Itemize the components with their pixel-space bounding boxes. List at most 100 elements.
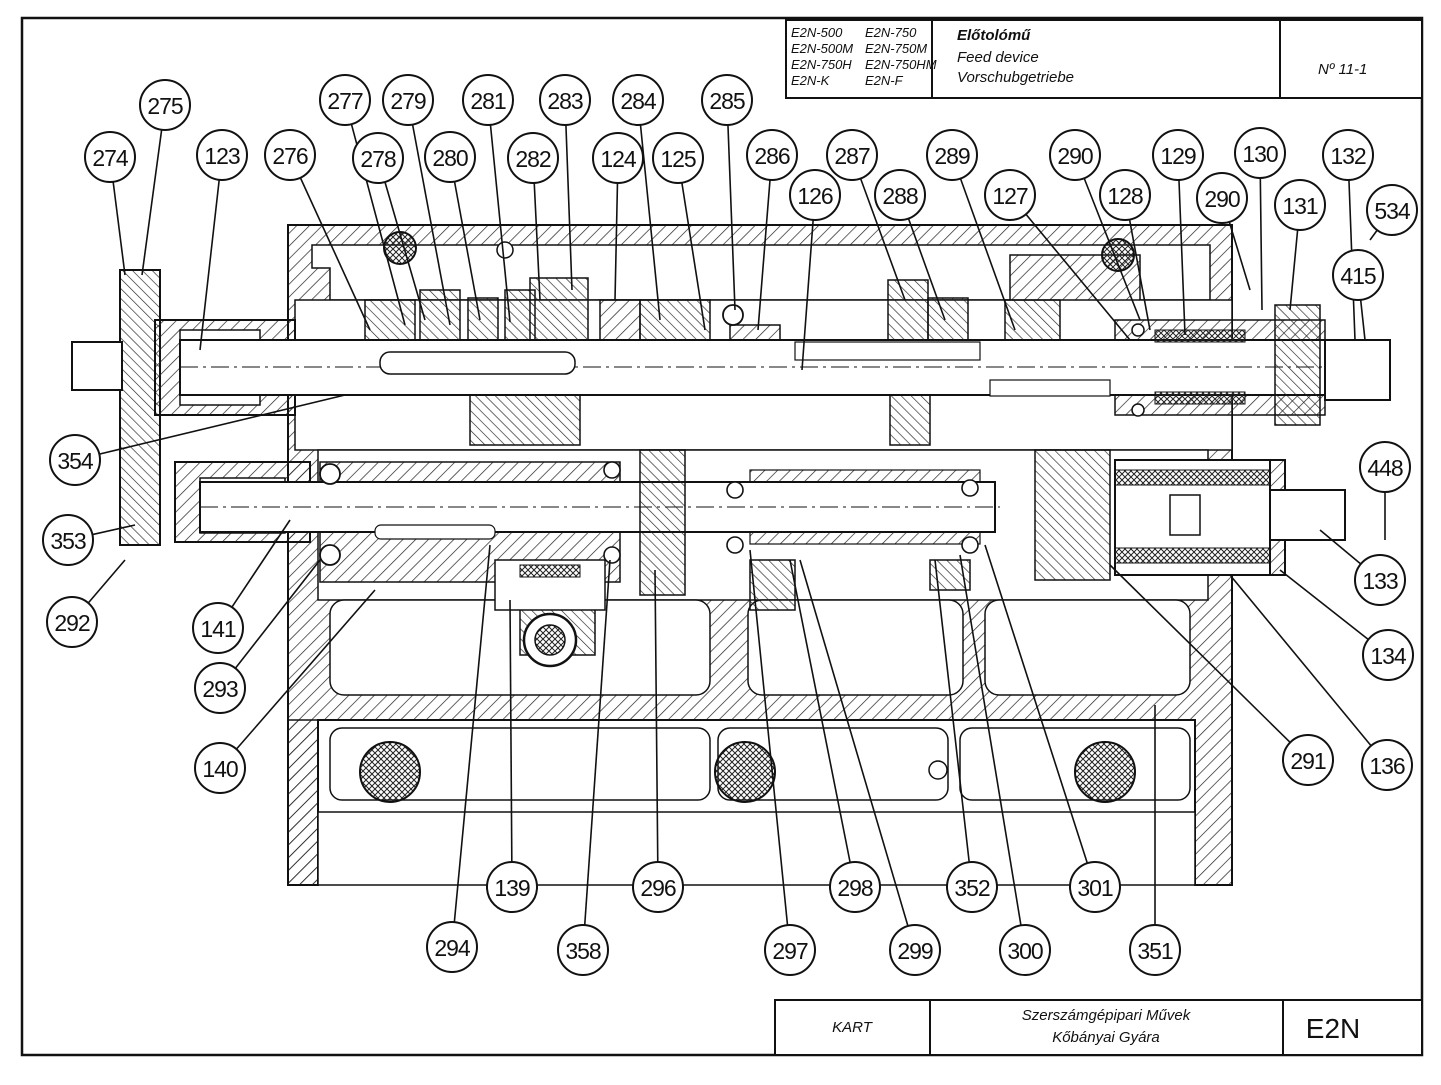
callout-number: 415 bbox=[1340, 263, 1376, 289]
callout-number: 129 bbox=[1160, 143, 1196, 169]
callout-circle bbox=[462, 74, 514, 126]
leader-line-c134 bbox=[1279, 569, 1369, 641]
callout-circle bbox=[874, 169, 926, 221]
sheet-border bbox=[20, 16, 1424, 1057]
callout-c352: 352 bbox=[946, 861, 998, 913]
leader-line-c296 bbox=[654, 569, 659, 863]
callout-c354: 354 bbox=[49, 434, 101, 486]
callout-circle bbox=[1099, 169, 1151, 221]
callout-number: 132 bbox=[1330, 143, 1366, 169]
leader-line-c278 bbox=[384, 181, 426, 321]
callout-c126: 126 bbox=[789, 169, 841, 221]
leader-line-c353 bbox=[92, 524, 136, 536]
leader-line-c275 bbox=[141, 129, 163, 276]
leader-line-c139 bbox=[509, 599, 513, 863]
leader-line-c294 bbox=[453, 544, 491, 923]
callout-c127: 127 bbox=[984, 169, 1036, 221]
callout-circle bbox=[426, 921, 478, 973]
maker-line-2: Kőbányai Gyára bbox=[1052, 1029, 1160, 1046]
callout-number: 290 bbox=[1204, 186, 1240, 212]
leader-line-c141 bbox=[231, 519, 291, 608]
callout-number: 276 bbox=[272, 143, 308, 169]
callout-circle bbox=[84, 131, 136, 183]
model-2a: E2N-500M bbox=[791, 41, 853, 56]
callout-c124: 124 bbox=[592, 132, 644, 184]
callout-c292: 292 bbox=[46, 596, 98, 648]
callout-c140: 140 bbox=[194, 742, 246, 794]
machine-code: E2N bbox=[1306, 1013, 1360, 1044]
leader-line-c288 bbox=[907, 218, 946, 321]
callout-c129: 129 bbox=[1152, 129, 1204, 181]
leader-line-c276 bbox=[299, 177, 371, 331]
callout-number: 136 bbox=[1369, 753, 1405, 779]
leader-line-c125 bbox=[681, 182, 706, 331]
callout-c288: 288 bbox=[874, 169, 926, 221]
callout-c296: 296 bbox=[632, 861, 684, 913]
callout-circle bbox=[139, 79, 191, 131]
leader-line-c292 bbox=[87, 559, 126, 604]
callout-circle bbox=[352, 132, 404, 184]
callout-number: 351 bbox=[1137, 938, 1173, 964]
leader-line-c124 bbox=[614, 182, 619, 301]
title-hungarian: Előtolómű bbox=[957, 27, 1031, 44]
callout-circle bbox=[382, 74, 434, 126]
callout-number: 278 bbox=[360, 146, 396, 172]
callout-number: 123 bbox=[204, 143, 240, 169]
callout-circle bbox=[946, 861, 998, 913]
model-1a: E2N-500 bbox=[791, 25, 843, 40]
callout-circle bbox=[1354, 554, 1406, 606]
callout-c278: 278 bbox=[352, 132, 404, 184]
callout-c534: 534 bbox=[1366, 184, 1418, 236]
callout-c281: 281 bbox=[462, 74, 514, 126]
callout-number: 358 bbox=[565, 938, 601, 964]
callout-c274: 274 bbox=[84, 131, 136, 183]
card-label: KART bbox=[832, 1019, 874, 1036]
callout-number: 283 bbox=[547, 88, 583, 114]
callout-number: 124 bbox=[600, 146, 637, 172]
leader-line-c290a bbox=[1083, 177, 1141, 321]
callout-circle bbox=[789, 169, 841, 221]
callout-c298: 298 bbox=[829, 861, 881, 913]
callout-c141: 141 bbox=[192, 602, 244, 654]
callout-circle bbox=[701, 74, 753, 126]
callout-circle bbox=[1274, 179, 1326, 231]
callout-c293: 293 bbox=[194, 662, 246, 714]
callout-circle bbox=[1322, 129, 1374, 181]
leader-line-c289 bbox=[959, 178, 1016, 331]
callout-c300: 300 bbox=[999, 924, 1051, 976]
callout-circle bbox=[196, 129, 248, 181]
callout-c280: 280 bbox=[424, 131, 476, 183]
leader-line-c127 bbox=[1025, 213, 1131, 341]
callout-circle bbox=[42, 514, 94, 566]
leader-line-c129 bbox=[1178, 179, 1186, 336]
callout-c279: 279 bbox=[382, 74, 434, 126]
callout-circle bbox=[264, 129, 316, 181]
leader-line-c133 bbox=[1319, 529, 1362, 565]
leader-line-c279 bbox=[411, 124, 451, 326]
callout-circle bbox=[539, 74, 591, 126]
callout-c277: 277 bbox=[319, 74, 371, 126]
callout-c294: 294 bbox=[426, 921, 478, 973]
callout-number: 127 bbox=[992, 183, 1028, 209]
callout-circle bbox=[746, 129, 798, 181]
callout-number: 294 bbox=[434, 935, 471, 961]
callout-c139: 139 bbox=[486, 861, 538, 913]
callout-c123: 123 bbox=[196, 129, 248, 181]
title-block: E2N-500 E2N-750 E2N-500M E2N-750M E2N-75… bbox=[785, 19, 1423, 99]
callout-circle bbox=[1049, 129, 1101, 181]
callout-number: 139 bbox=[494, 875, 530, 901]
leader-line-c534 bbox=[1369, 229, 1378, 241]
model-4a: E2N-K bbox=[791, 73, 831, 88]
callout-c301: 301 bbox=[1069, 861, 1121, 913]
callout-circle bbox=[926, 129, 978, 181]
callout-number: 448 bbox=[1367, 455, 1403, 481]
callout-c289: 289 bbox=[926, 129, 978, 181]
callout-number: 297 bbox=[772, 938, 808, 964]
callout-number: 279 bbox=[390, 88, 426, 114]
callout-c133: 133 bbox=[1354, 554, 1406, 606]
callout-circle bbox=[592, 132, 644, 184]
callout-circle bbox=[1359, 441, 1411, 493]
callout-circle bbox=[557, 924, 609, 976]
leader-line-c300 bbox=[959, 554, 1022, 926]
